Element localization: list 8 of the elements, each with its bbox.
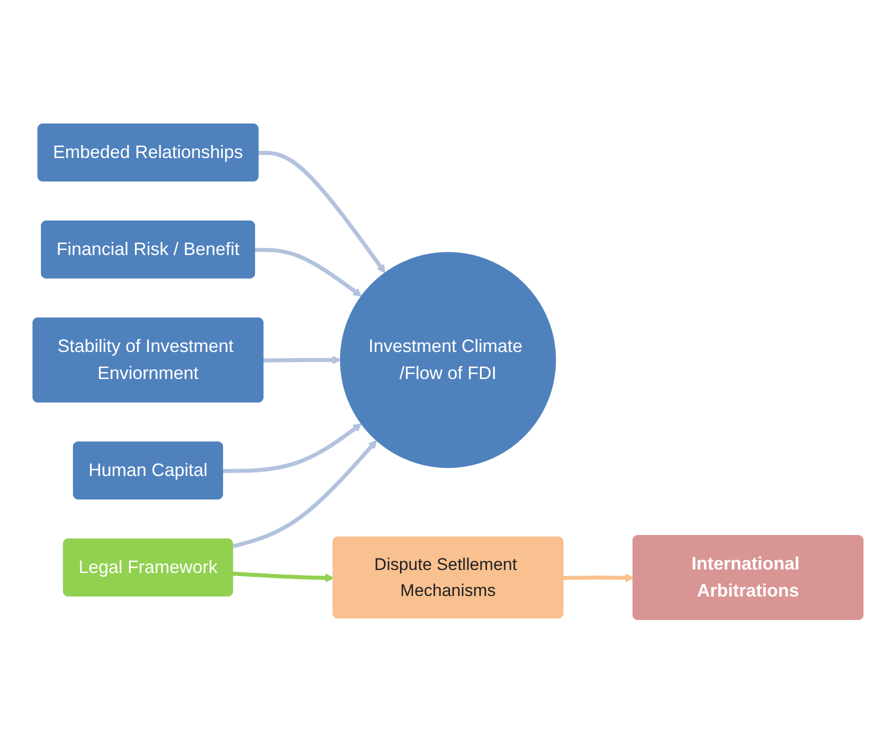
node-circle: Investment Climate /Flow of FDI <box>340 252 556 468</box>
arrow <box>563 574 634 583</box>
arrow <box>232 440 378 548</box>
arrow <box>258 151 386 274</box>
arrow <box>255 248 362 297</box>
arrow <box>232 572 334 583</box>
arrow <box>223 424 362 474</box>
arrow <box>263 356 341 365</box>
